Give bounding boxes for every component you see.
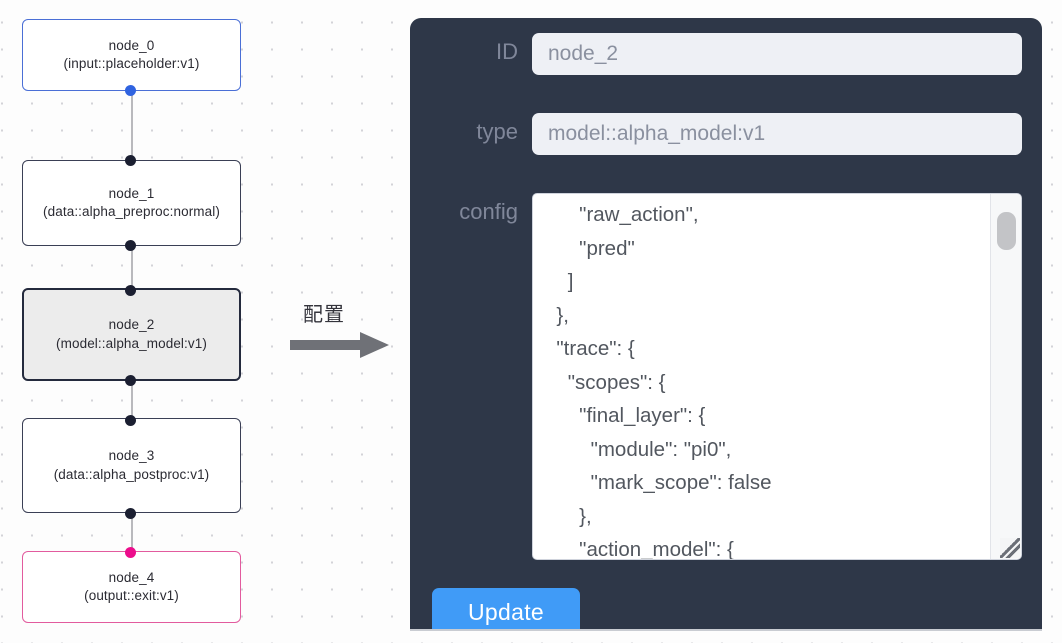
node-subtitle: (input::placeholder:v1) [63,56,200,71]
handle-node1-input[interactable] [125,155,136,166]
config-field-label: config [459,199,518,224]
node-title: node_4 [108,569,155,585]
graph-node-node_2[interactable]: node_2 (model::alpha_model:v1) [22,288,241,381]
node-title: node_2 [108,317,155,332]
handle-node2-output[interactable] [125,375,136,386]
config-scrollbar-thumb[interactable] [997,212,1016,250]
handle-node2-input[interactable] [125,285,136,296]
edge-node0-node1 [131,89,133,163]
type-input[interactable] [532,113,1022,155]
node-subtitle: (output::exit:v1) [84,588,179,603]
edge-node2-node3 [131,379,133,421]
node-title: node_0 [108,37,155,53]
id-input[interactable] [532,33,1022,75]
config-textarea-wrapper: "raw_action", "pred" ] }, "trace": { "sc… [532,193,1022,560]
arrow-label: 配置 [303,302,345,326]
update-button[interactable]: Update [432,588,580,629]
node-title: node_3 [108,448,155,463]
graph-node-node_4[interactable]: node_4 (output::exit:v1) [22,551,241,623]
right-arrow-icon [290,332,389,358]
field-row-id: ID [410,33,1022,75]
node-subtitle: (data::alpha_preproc:normal) [43,204,220,219]
handle-node3-output[interactable] [125,508,136,519]
node-config-panel: ID type config "raw_action", "pred" ] },… [410,18,1042,629]
edge-node3-node4 [131,511,133,554]
textarea-resize-handle[interactable] [1000,538,1020,558]
config-scrollbar[interactable] [990,194,1021,559]
handle-node3-input[interactable] [125,415,136,426]
field-row-config: config "raw_action", "pred" ] }, "trace"… [410,193,1022,560]
handle-node4-input[interactable] [125,547,136,558]
type-field-label: type [476,119,518,144]
id-field-label: ID [496,39,518,64]
graph-node-node_1[interactable]: node_1 (data::alpha_preproc:normal) [22,160,241,246]
node-subtitle: (model::alpha_model:v1) [56,335,207,351]
graph-node-node_0[interactable]: node_0 (input::placeholder:v1) [22,19,241,91]
config-flow-annotation: 配置 [290,298,400,360]
edge-node1-node2 [131,244,133,291]
config-textarea[interactable]: "raw_action", "pred" ] }, "trace": { "sc… [532,193,1022,560]
graph-node-node_3[interactable]: node_3 (data::alpha_postproc:v1) [22,418,241,513]
handle-node0-output[interactable] [125,85,136,96]
node-title: node_1 [108,185,155,201]
node-subtitle: (data::alpha_postproc:v1) [53,466,210,482]
handle-node1-output[interactable] [125,240,136,251]
field-row-type: type [410,113,1022,155]
panel-bottom-edge [410,629,1042,631]
